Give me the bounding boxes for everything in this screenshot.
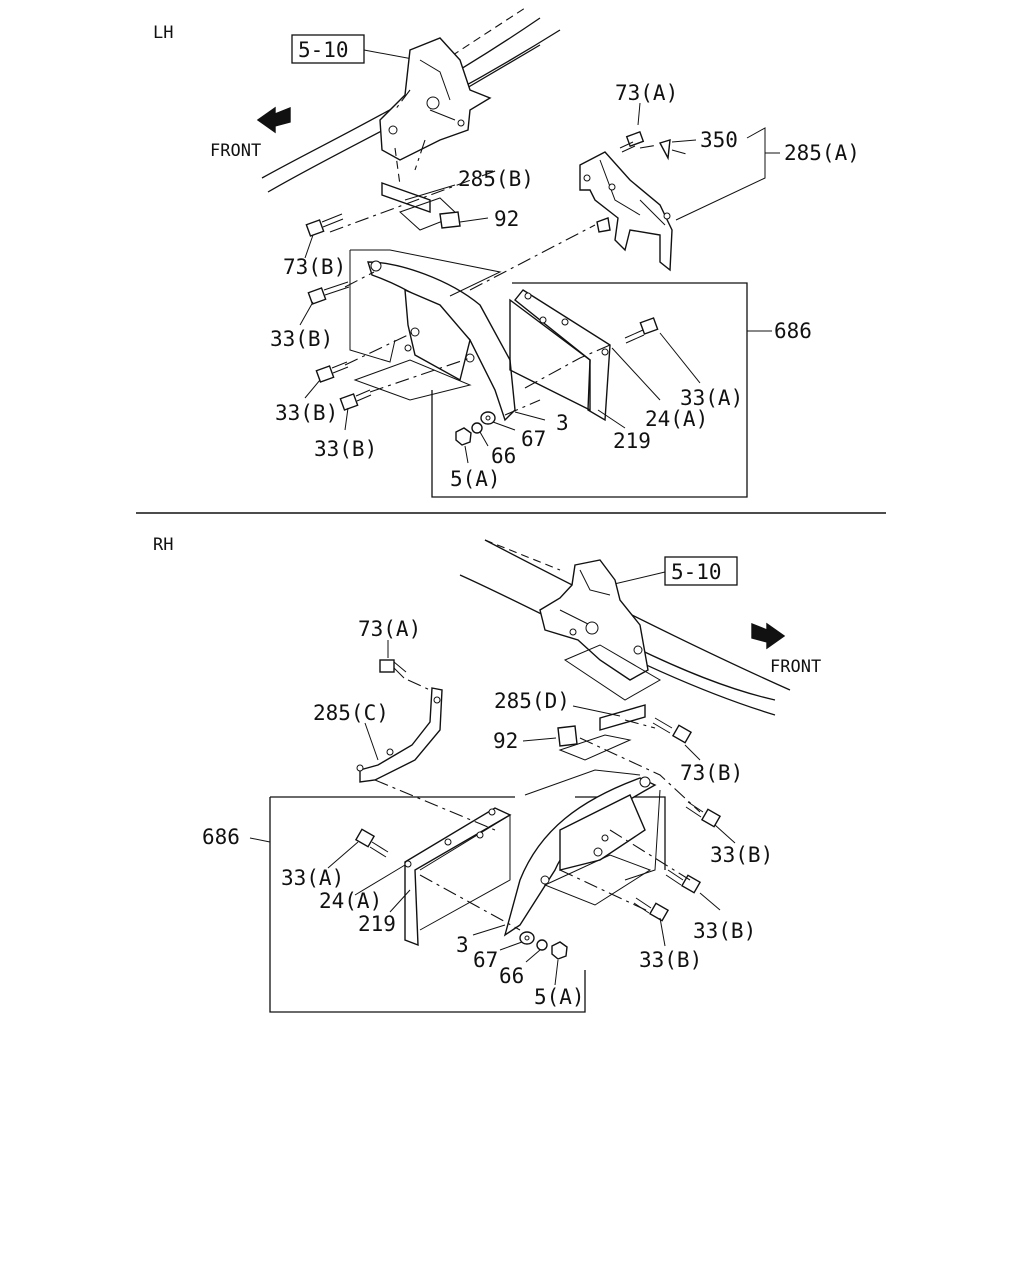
lh-front-arrow-icon [256,106,291,134]
lh-assembly-box-686 [431,282,748,498]
rh-strip-285d [599,704,646,731]
rh-bolt-73b [652,717,693,744]
rh-label-24a: 24(A) [319,889,382,913]
lh-label-686: 686 [774,319,812,343]
lh-label-73a: 73(A) [615,81,678,105]
lh-label-73b: 73(B) [283,255,346,279]
rh-label-33b-2: 33(B) [693,919,756,943]
lh-mudguard-219 [509,289,611,422]
lh-rivet-350 [658,139,671,161]
rh-clip-92 [557,725,578,747]
lh-ref-box[interactable] [291,34,365,64]
lh-bracket-285a [579,151,673,272]
lh-mudguard-bracket [349,249,516,422]
rh-bracket-285c [356,687,443,783]
lh-bolt-33b-2 [315,361,349,383]
lh-bolt-33a [624,317,659,344]
lh-label-350: 350 [700,128,738,152]
lh-label-67: 67 [521,427,546,451]
rh-label-73b: 73(B) [680,761,743,785]
lh-bolt-33b-1 [307,281,350,305]
lh-label-219: 219 [613,429,651,453]
rh-bolt-33b-1 [685,801,722,828]
rh-label-285c: 285(C) [313,701,389,725]
rh-label-33b-1: 33(B) [710,843,773,867]
lh-ref-box-label: 5-10 [298,38,349,62]
rh-washer-66 [536,939,548,951]
lh-label-33a: 33(A) [680,386,743,410]
lh-nut-5a [455,427,472,446]
lh-section: LH FRONT 5-10 [153,7,860,498]
lh-bolt-33b-3 [339,389,372,411]
rh-mudguard-bracket [503,769,661,937]
rh-label-3: 3 [456,933,469,957]
rh-label-285d: 285(D) [494,689,570,713]
rh-nut-5a [551,941,568,960]
lh-label-285b: 285(B) [458,167,534,191]
rh-section: RH FRONT 5-10 [153,535,821,1013]
rh-section-label: RH [153,535,173,555]
lh-label-33b-1: 33(B) [270,327,333,351]
rh-bolt-33a [354,828,389,858]
rh-label-33a: 33(A) [281,866,344,890]
lh-label-24a: 24(A) [645,407,708,431]
lh-label-92: 92 [494,207,519,231]
rh-bolt-33b-3 [633,897,670,922]
lh-washer-67 [480,411,496,425]
lh-strip-285b [381,182,431,213]
rh-assembly-box-686 [269,797,586,1013]
lh-label-285a: 285(A) [784,141,860,165]
rh-label-5a: 5(A) [534,985,585,1009]
lh-label-3: 3 [556,411,569,435]
rh-label-219: 219 [358,912,396,936]
rh-ref-box[interactable] [664,556,738,586]
lh-clip-92 [439,211,461,229]
rh-label-33b-3: 33(B) [639,948,702,972]
lh-frame-bracket [379,37,492,161]
rh-front-arrow-icon [751,622,786,650]
lh-label-33b-2: 33(B) [275,401,338,425]
rh-label-66: 66 [499,964,524,988]
rh-washer-67 [519,931,535,945]
rh-bolt-73a [379,659,407,679]
rh-label-92: 92 [493,729,518,753]
rh-label-686: 686 [202,825,240,849]
lh-section-label: LH [153,23,173,43]
rh-front-label: FRONT [770,657,821,677]
lh-front-label: FRONT [210,141,261,161]
rh-frame-bracket [539,559,649,681]
lh-bolt-73b [305,213,344,237]
lh-label-66: 66 [491,444,516,468]
rh-ref-box-label: 5-10 [671,560,722,584]
lh-label-33b-3: 33(B) [314,437,377,461]
lh-washer-66 [471,422,483,434]
rh-bolt-33b-2 [665,869,702,894]
lh-label-5a: 5(A) [450,467,501,491]
lh-bolt-73a [619,131,645,153]
rh-label-67: 67 [473,948,498,972]
rh-label-73a: 73(A) [358,617,421,641]
rh-mudguard-219 [404,807,512,947]
